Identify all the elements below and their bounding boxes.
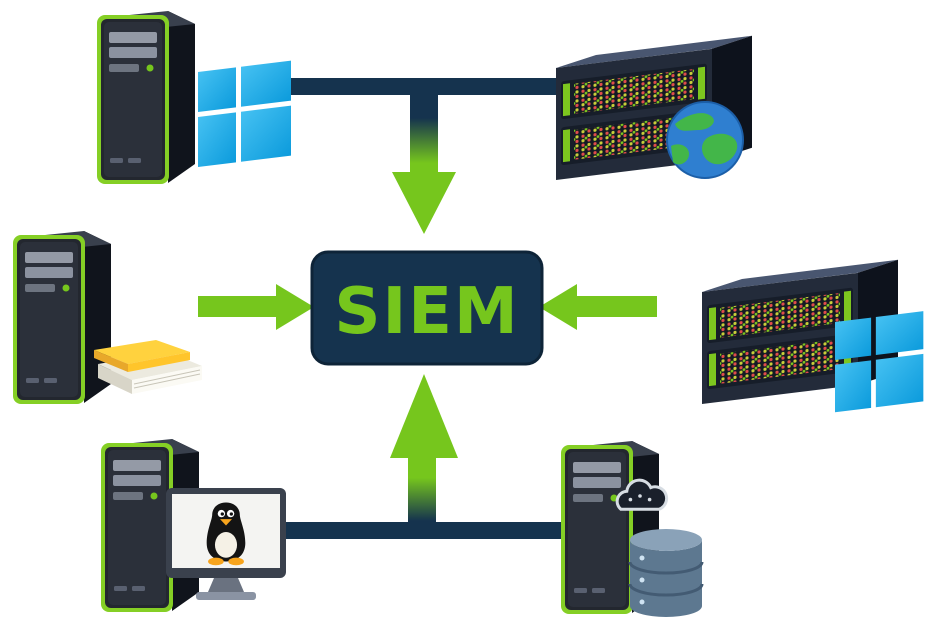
database-icon xyxy=(628,527,704,619)
siem-box-background xyxy=(310,250,544,366)
globe-icon xyxy=(666,101,744,179)
windows-logo-icon xyxy=(198,60,291,167)
arrow-left-head xyxy=(276,284,314,330)
arrow-left-shaft xyxy=(198,296,278,317)
node-linux-workstation xyxy=(101,439,286,612)
log-files-icon xyxy=(93,339,203,395)
arrow-bottom-head xyxy=(390,374,458,458)
node-web-server xyxy=(556,35,752,180)
arrow-top-shaft xyxy=(410,78,438,178)
computer-tower-icon xyxy=(13,231,111,404)
arrow-top-into-siem xyxy=(392,78,456,234)
arrow-bottom-shaft xyxy=(408,452,436,538)
arrow-left-into-siem xyxy=(198,284,314,330)
node-windows-server xyxy=(702,259,924,413)
arrow-right-shaft xyxy=(577,296,657,317)
computer-tower-icon xyxy=(97,11,195,184)
siem-box: SIEM xyxy=(310,250,544,366)
node-log-files-workstation xyxy=(13,231,203,404)
siem-label: SIEM xyxy=(334,275,519,349)
arrow-right-into-siem xyxy=(539,284,657,330)
arrow-right-head xyxy=(539,284,577,330)
arrow-top-head xyxy=(392,172,456,234)
node-database-server xyxy=(561,441,704,619)
node-windows-workstation xyxy=(97,11,291,184)
arrow-bottom-into-siem xyxy=(390,374,458,538)
